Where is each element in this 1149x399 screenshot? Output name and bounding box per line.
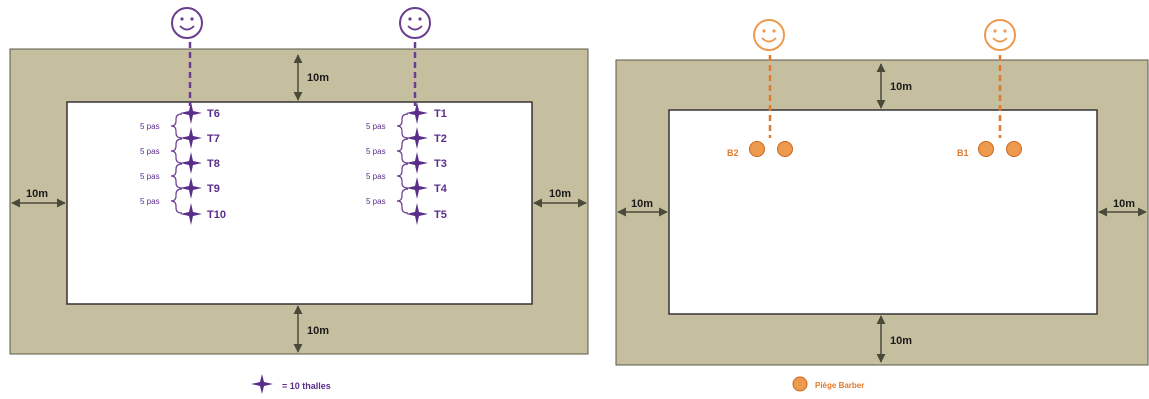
spacing-label: 5 pas — [366, 197, 386, 206]
spacing-label: 5 pas — [140, 122, 160, 131]
transect-label: T9 — [207, 183, 220, 195]
smiley-face-icon — [753, 19, 785, 51]
spacing-label: 5 pas — [366, 122, 386, 131]
transect-label: T6 — [207, 108, 220, 120]
transect-label: T7 — [207, 133, 220, 145]
four-point-star-icon — [180, 102, 202, 124]
transect-label: T1 — [434, 108, 447, 120]
four-point-star-icon — [180, 203, 202, 225]
left-top-distance: 10m — [307, 72, 329, 84]
orange-circle-icon — [777, 141, 793, 157]
spacing-brace — [170, 113, 183, 139]
left-bottom-distance: 10m — [307, 325, 329, 337]
transect-label: T4 — [434, 183, 448, 195]
four-point-star-icon — [406, 152, 428, 174]
transect-label: T10 — [207, 209, 226, 221]
transect-label: T2 — [434, 133, 447, 145]
smiley-face-icon — [171, 7, 203, 39]
right-left-distance: 10m — [631, 198, 653, 210]
legend-label: Piège Barber — [815, 381, 864, 390]
spacing-brace — [170, 138, 183, 164]
spacing-label: 5 pas — [140, 147, 160, 156]
four-point-star-icon — [406, 177, 428, 199]
spacing-label: 5 pas — [366, 172, 386, 181]
four-point-star-icon — [180, 127, 202, 149]
four-point-star-icon — [406, 127, 428, 149]
left-right-distance: 10m — [549, 188, 571, 200]
right-inner-plot — [668, 109, 1098, 315]
left-inner-plot — [66, 101, 533, 305]
left-left-distance: 10m — [26, 188, 48, 200]
trap-label: B2 — [727, 148, 739, 158]
spacing-brace — [396, 113, 409, 139]
transect-left: T6 T7 T8 T9 T10 5 pas 5 pas 5 pas 5 pas — [140, 102, 226, 225]
spacing-brace — [396, 188, 409, 214]
spacing-label: 5 pas — [366, 147, 386, 156]
four-point-star-icon — [406, 102, 428, 124]
transect-label: T8 — [207, 158, 220, 170]
four-point-star-icon — [180, 152, 202, 174]
right-plot: 10m 10m 10m 10m B2 — [615, 19, 1149, 392]
right-bottom-distance: 10m — [890, 335, 912, 347]
spacing-brace — [396, 138, 409, 164]
four-point-star-icon — [406, 203, 428, 225]
four-point-star-icon — [180, 177, 202, 199]
left-legend: = 10 thalles — [251, 374, 331, 394]
spacing-brace — [170, 188, 183, 214]
orange-circle-icon — [749, 141, 765, 157]
right-legend: Piège Barber — [792, 376, 864, 392]
left-plot: 10m 10m 10m 10m T6 — [9, 7, 589, 394]
transect-right: T1 T2 T3 T4 T5 5 pas 5 pas 5 pas 5 pas — [366, 102, 448, 225]
transect-label: T3 — [434, 158, 447, 170]
four-point-star-icon — [251, 374, 273, 394]
trap-group-b1: B1 — [957, 141, 1022, 158]
smiley-face-icon — [399, 7, 431, 39]
smiley-face-icon — [984, 19, 1016, 51]
spacing-brace — [396, 163, 409, 189]
transect-label: T5 — [434, 209, 447, 221]
legend-label: = 10 thalles — [282, 381, 331, 391]
orange-circle-icon — [978, 141, 994, 157]
orange-circle-icon — [792, 376, 808, 392]
right-right-distance: 10m — [1113, 198, 1135, 210]
spacing-brace — [170, 163, 183, 189]
trap-group-b2: B2 — [727, 141, 793, 158]
trap-label: B1 — [957, 148, 969, 158]
right-top-distance: 10m — [890, 81, 912, 93]
orange-circle-icon — [1006, 141, 1022, 157]
spacing-label: 5 pas — [140, 197, 160, 206]
spacing-label: 5 pas — [140, 172, 160, 181]
